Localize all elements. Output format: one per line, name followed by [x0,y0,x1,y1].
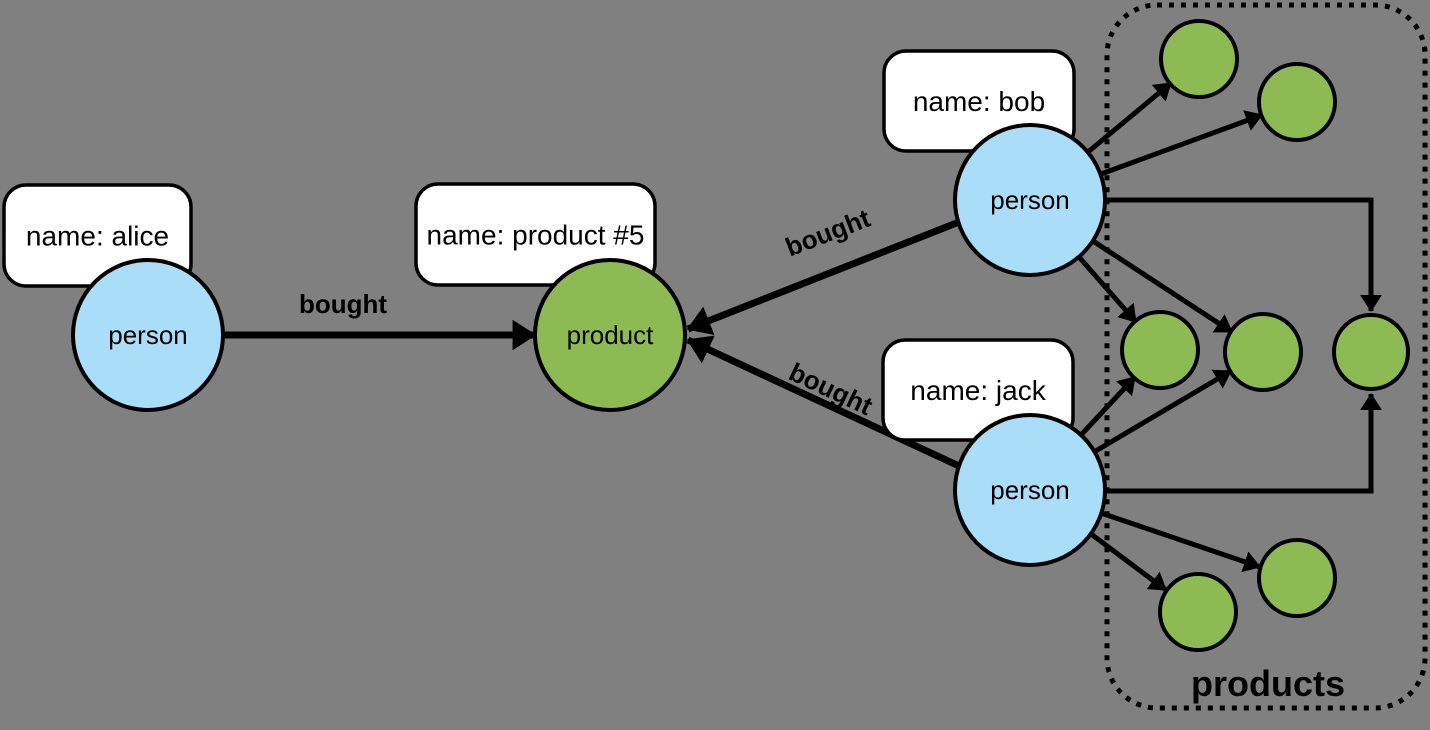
jack-node-label: person [990,475,1070,505]
bob-to-product-a-edge [1086,81,1173,154]
bob-to-product-d-edge [1091,238,1234,335]
bob-to-product-e-edge [1105,197,1382,312]
bob-bought-product5-label: bought [781,203,874,263]
bob-to-product-c-edge [1077,255,1138,324]
bob-properties-text: name: bob [913,86,1045,117]
bob-node-label: person [990,185,1070,215]
bob-bought-product5-edge [686,218,961,335]
products-group-label: products [1191,663,1345,704]
bob-node [953,123,1107,277]
anonymous-product-node-3 [1120,310,1200,390]
jack-node [953,413,1107,567]
product-5-node-label: product [567,320,654,350]
jack-to-product-d-edge [1092,368,1233,455]
anonymous-product-node-4 [1223,312,1303,392]
anonymous-product-node-6 [1257,538,1337,618]
jack-to-product-f-edge [1100,510,1261,573]
jack-to-product-g-edge [1089,531,1168,593]
anonymous-product-node-1 [1159,19,1239,99]
products-group-border [1104,2,1428,711]
anonymous-product-node-7 [1158,572,1238,652]
anonymous-product-node-5 [1332,313,1410,391]
jack-to-product-c-edge [1079,375,1137,437]
alice-node-label: person [108,320,188,350]
bob-to-product-b-edge [1100,110,1263,177]
product-5-node [533,258,687,412]
anonymous-product-node-2 [1257,62,1337,142]
jack-bought-product5-edge [686,335,961,470]
alice-properties-text: name: alice [26,221,169,252]
product5-properties-text: name: product #5 [427,220,645,251]
jack-properties-text: name: jack [910,375,1046,406]
alice-node [71,258,225,412]
alice-bought-product5-label: bought [299,289,387,319]
jack-bought-product5-label: bought [785,357,878,422]
jack-to-product-e-edge [1105,393,1382,494]
